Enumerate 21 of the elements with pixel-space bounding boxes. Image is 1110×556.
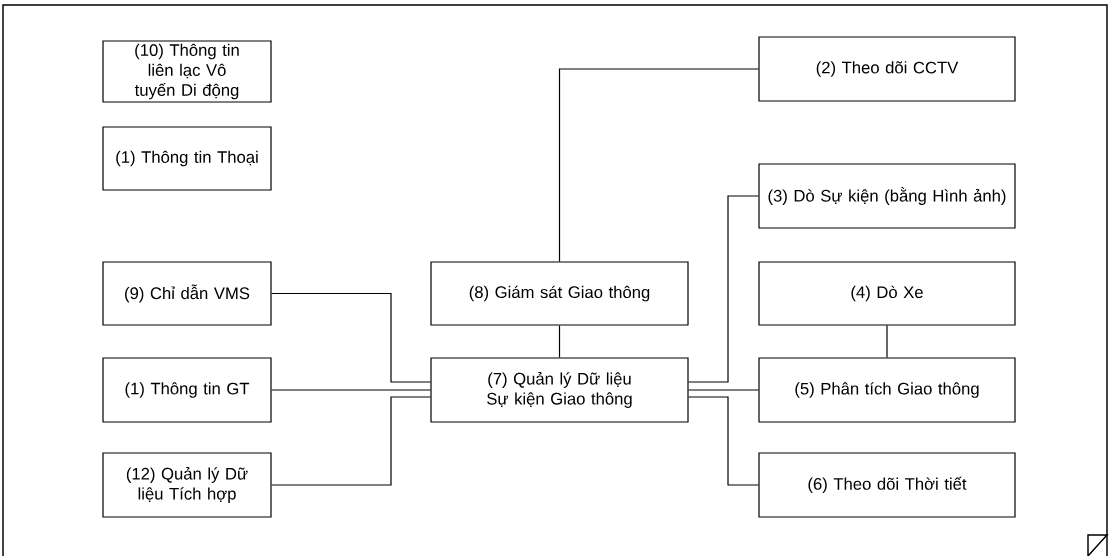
- connector-line: [558, 68, 759, 262]
- process-box: (1) Thông tin GT: [102, 357, 272, 423]
- connector-line: [271, 389, 431, 391]
- process-box: (2) Theo dõi CCTV: [758, 36, 1016, 102]
- connector-line: [271, 396, 431, 486]
- process-box: (10) Thông tin liên lạc Vô tuyến Di động: [102, 40, 272, 103]
- process-box: (4) Dò Xe: [758, 261, 1016, 326]
- process-box: (9) Chỉ dẫn VMS: [102, 261, 272, 326]
- process-box: (5) Phân tích Giao thông: [758, 357, 1016, 423]
- connector-line: [688, 389, 759, 391]
- process-box: (7) Quản lý Dữ liệu Sự kiện Giao thông: [430, 357, 689, 423]
- connector-line: [558, 325, 561, 358]
- connector-line: [688, 396, 759, 486]
- process-box: (12) Quản lý Dữ liệu Tích hợp: [102, 452, 272, 518]
- connector-line: [886, 325, 888, 358]
- process-box: (3) Dò Sự kiện (bằng Hình ảnh): [758, 163, 1016, 229]
- process-box: (6) Theo dõi Thời tiết: [758, 452, 1016, 518]
- process-box: (1) Thông tin Thoại: [102, 126, 272, 191]
- connector-line: [688, 195, 759, 383]
- connector-line: [271, 292, 431, 383]
- process-box: (8) Giám sát Giao thông: [430, 261, 689, 326]
